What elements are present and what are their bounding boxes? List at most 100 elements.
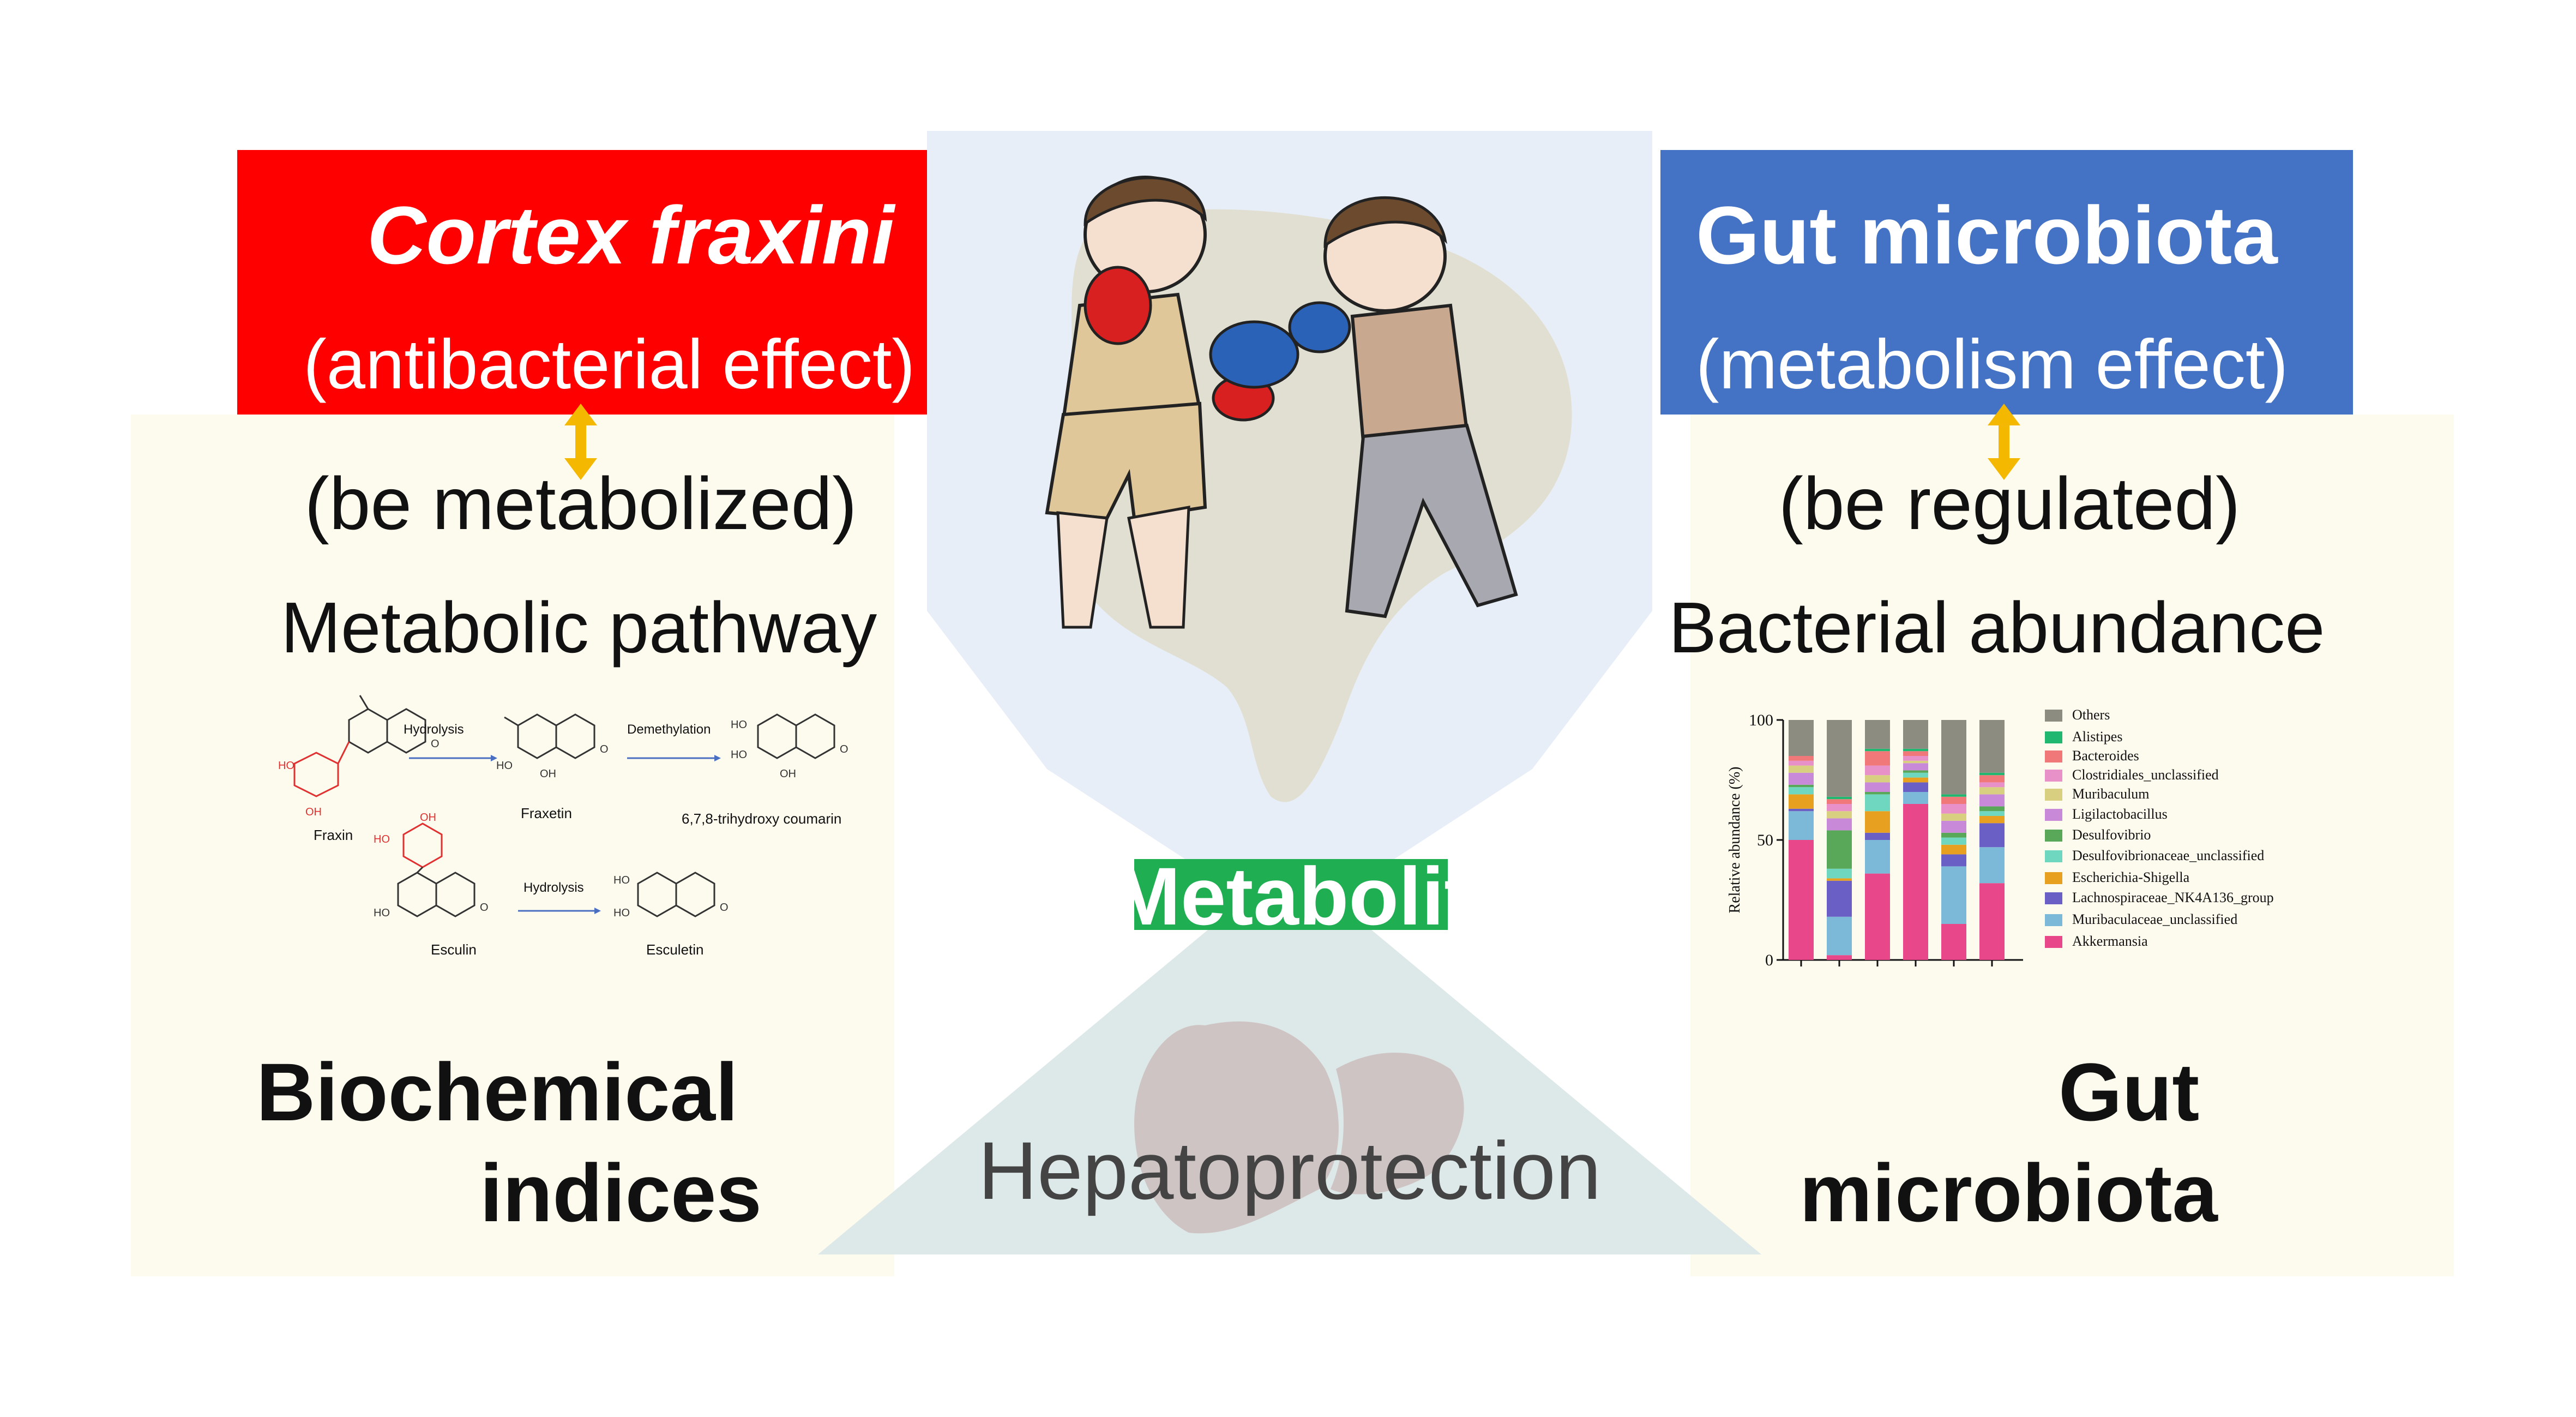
bar-segment-muribaculum: [1865, 775, 1890, 783]
biochemical-indices-label: Biochemical indices: [256, 1042, 762, 1244]
bar-segment-escherichia-shigella: [1979, 816, 2005, 824]
bar-segment-escherichia-shigella: [1827, 878, 1852, 881]
arrowhead-icon: [491, 755, 497, 761]
legend-label: Alistipes: [2072, 729, 2122, 744]
gut-microbiota-subtitle: (metabolism effect): [1696, 326, 2288, 404]
bar-segment-muribaculaceae-unclassified: [1979, 847, 2005, 884]
legend-label: Others: [2072, 709, 2110, 723]
gut-microbiota-bottom-label: Gut microbiota: [1799, 1042, 2218, 1244]
bar-segment-clostridiales-unclassified: [1941, 804, 1966, 814]
legend-label: Akkermansia: [2072, 933, 2148, 949]
bar-segment-bacteroides: [1941, 796, 1966, 804]
bar-segment-bacteroides: [1827, 799, 1852, 804]
bar-segment-lachnospiraceae-nk4a136-group: [1979, 823, 2005, 848]
bar-segment-others: [1941, 720, 1966, 795]
bar-segment-others: [1979, 720, 2005, 773]
atom-label: OH: [540, 768, 556, 780]
bar-segment-escherichia-shigella: [1903, 777, 1928, 783]
atom-label: O: [720, 902, 729, 914]
reaction-demethylation: Demethylation: [627, 722, 711, 737]
bar-segment-desulfovibrionaceae-unclassified: [1903, 772, 1928, 778]
biochemical-line: Biochemical: [256, 1046, 738, 1138]
right-double-arrow-icon: [1988, 404, 2020, 480]
y-tick-label: 100: [1749, 711, 1773, 729]
left-double-arrow-icon: [564, 404, 597, 480]
legend-label: Bacteroides: [2072, 748, 2139, 764]
legend-swatch: [2045, 850, 2062, 862]
bar-segment-ligilactobacillus: [1903, 763, 1928, 771]
atom-label: HO: [374, 907, 390, 919]
bar-segment-desulfovibrio: [1789, 784, 1814, 788]
bar-segment-alistipes: [1827, 796, 1852, 800]
bar-segment-muribaculaceae-unclassified: [1865, 840, 1890, 874]
bar-segment-muribaculaceae-unclassified: [1941, 866, 1966, 924]
bar-segment-clostridiales-unclassified: [1903, 756, 1928, 761]
cortex-fraxini-title: Cortex fraxini: [367, 189, 894, 281]
bar-segment-lachnospiraceae-nk4a136-group: [1789, 808, 1814, 812]
legend-swatch: [2045, 789, 2062, 801]
legend-swatch: [2045, 710, 2062, 722]
bar-segment-muribaculum: [1941, 813, 1966, 821]
boxing-kids-illustration: [1045, 176, 1518, 629]
arrowhead-icon: [594, 908, 601, 914]
legend-swatch: [2045, 936, 2062, 948]
bar-segment-bacteroides: [1979, 775, 2005, 783]
fraxetin-structure: [504, 713, 595, 759]
esculin-structure: [397, 822, 476, 917]
bacterial-abundance-title: Bacterial abundance: [1669, 587, 2325, 668]
bar-segment-akkermansia: [1979, 883, 2005, 960]
atom-label: HO: [278, 760, 294, 772]
gut-microbiota-title: Gut microbiota: [1696, 189, 2278, 281]
bar-segment-desulfovibrio: [1903, 770, 1928, 773]
bar-segment-desulfovibrio: [1941, 832, 1966, 838]
bar-segment-muribaculaceae-unclassified: [1903, 792, 1928, 804]
bar-segment-others: [1903, 720, 1928, 749]
atom-label: OH: [305, 806, 322, 818]
legend-label: Desulfovibrionaceae_unclassified: [2072, 848, 2264, 863]
indices-line: indices: [480, 1147, 762, 1239]
bar-segment-akkermansia: [1789, 840, 1814, 960]
right-panel: [1690, 415, 2454, 1276]
atom-label: O: [431, 738, 440, 750]
left-boxer: [1045, 176, 1275, 629]
atom-label: O: [600, 743, 609, 755]
atom-label: HO: [374, 833, 390, 845]
bar-segment-akkermansia: [1865, 873, 1890, 960]
legend-label: Muribaculaceae_unclassified: [2072, 911, 2237, 927]
bar-segment-ligilactobacillus: [1789, 772, 1814, 785]
legend-swatch: [2045, 809, 2062, 821]
bar-segment-escherichia-shigella: [1941, 844, 1966, 855]
atom-label: OH: [780, 768, 796, 780]
reaction-hydrolysis-1: Hydrolysis: [404, 722, 464, 737]
y-axis-label: Relative abundance (%): [1726, 767, 1743, 914]
bar-segment-alistipes: [1865, 748, 1890, 752]
bar-segment-akkermansia: [1827, 955, 1852, 960]
be-metabolized-text: (be metabolized): [304, 462, 857, 545]
bar-segment-desulfovibrio: [1865, 792, 1890, 795]
bar-segment-muribaculaceae-unclassified: [1789, 811, 1814, 840]
reaction-hydrolysis-2: Hydrolysis: [523, 880, 584, 895]
legend-swatch: [2045, 770, 2062, 782]
bar-segment-lachnospiraceae-nk4a136-group: [1903, 782, 1928, 792]
legend-label: Ligilactobacillus: [2072, 806, 2168, 822]
atom-label: OH: [420, 812, 436, 824]
atom-label: HO: [613, 874, 630, 886]
legend-swatch: [2045, 731, 2062, 743]
compound-esculetin: Esculetin: [646, 941, 704, 958]
legend-swatch: [2045, 892, 2062, 904]
bar-segment-desulfovibrionaceae-unclassified: [1789, 787, 1814, 795]
y-tick-label: 0: [1765, 951, 1773, 969]
legend-label: Escherichia-Shigella: [2072, 869, 2190, 885]
bar-segment-akkermansia: [1941, 924, 1966, 960]
legend-label: Muribaculum: [2072, 786, 2150, 802]
left-panel: [131, 415, 894, 1276]
bar-segment-muribaculum: [1903, 760, 1928, 764]
esculetin-structure: [637, 872, 715, 917]
liver-icon: [1134, 1021, 1464, 1234]
bar-segment-others: [1865, 720, 1890, 749]
metabolic-pathway-title: Metabolic pathway: [281, 587, 877, 668]
bar-segment-lachnospiraceae-nk4a136-group: [1827, 880, 1852, 917]
bar-segment-alistipes: [1941, 794, 1966, 797]
right-boxer: [1209, 196, 1518, 619]
